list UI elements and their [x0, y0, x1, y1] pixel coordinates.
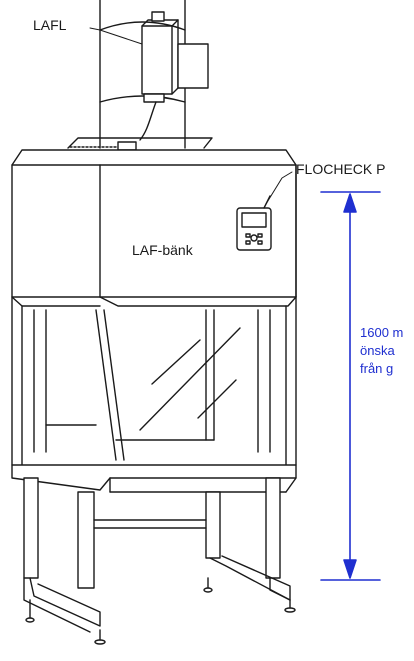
height-dimension [320, 191, 381, 581]
base-stand [23, 477, 296, 645]
lafl-label: LAFL [33, 17, 67, 33]
flocheck-leader [265, 171, 293, 205]
flocheck-label: FLOCHECK P [296, 161, 386, 177]
lafl-unit [139, 11, 209, 141]
flocheck-controller [236, 195, 272, 251]
worktop [11, 464, 297, 493]
dimension-label-1: 1600 m [360, 325, 404, 340]
glass-reflections [139, 327, 241, 431]
work-area [11, 296, 297, 466]
lafl-leader [89, 27, 143, 45]
dimension-label-3: från g [360, 361, 394, 376]
bench-label: LAF-bänk [132, 242, 193, 258]
exhaust-duct [99, 0, 186, 149]
dimension-label-2: önska [360, 343, 395, 358]
